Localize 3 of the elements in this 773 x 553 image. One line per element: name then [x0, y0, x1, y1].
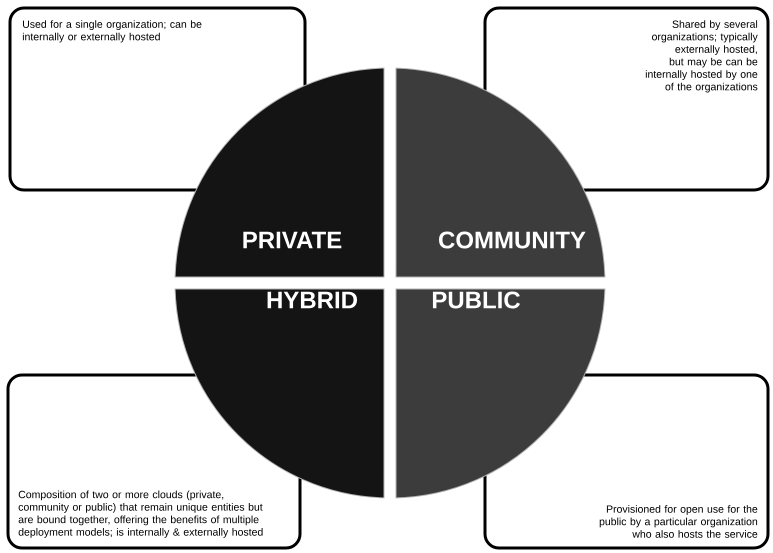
quadrant-segment: PUBLIC [396, 288, 606, 498]
quadrant-segment: COMMUNITY [396, 68, 606, 278]
quadrant-segment: PRIVATE [174, 68, 384, 278]
